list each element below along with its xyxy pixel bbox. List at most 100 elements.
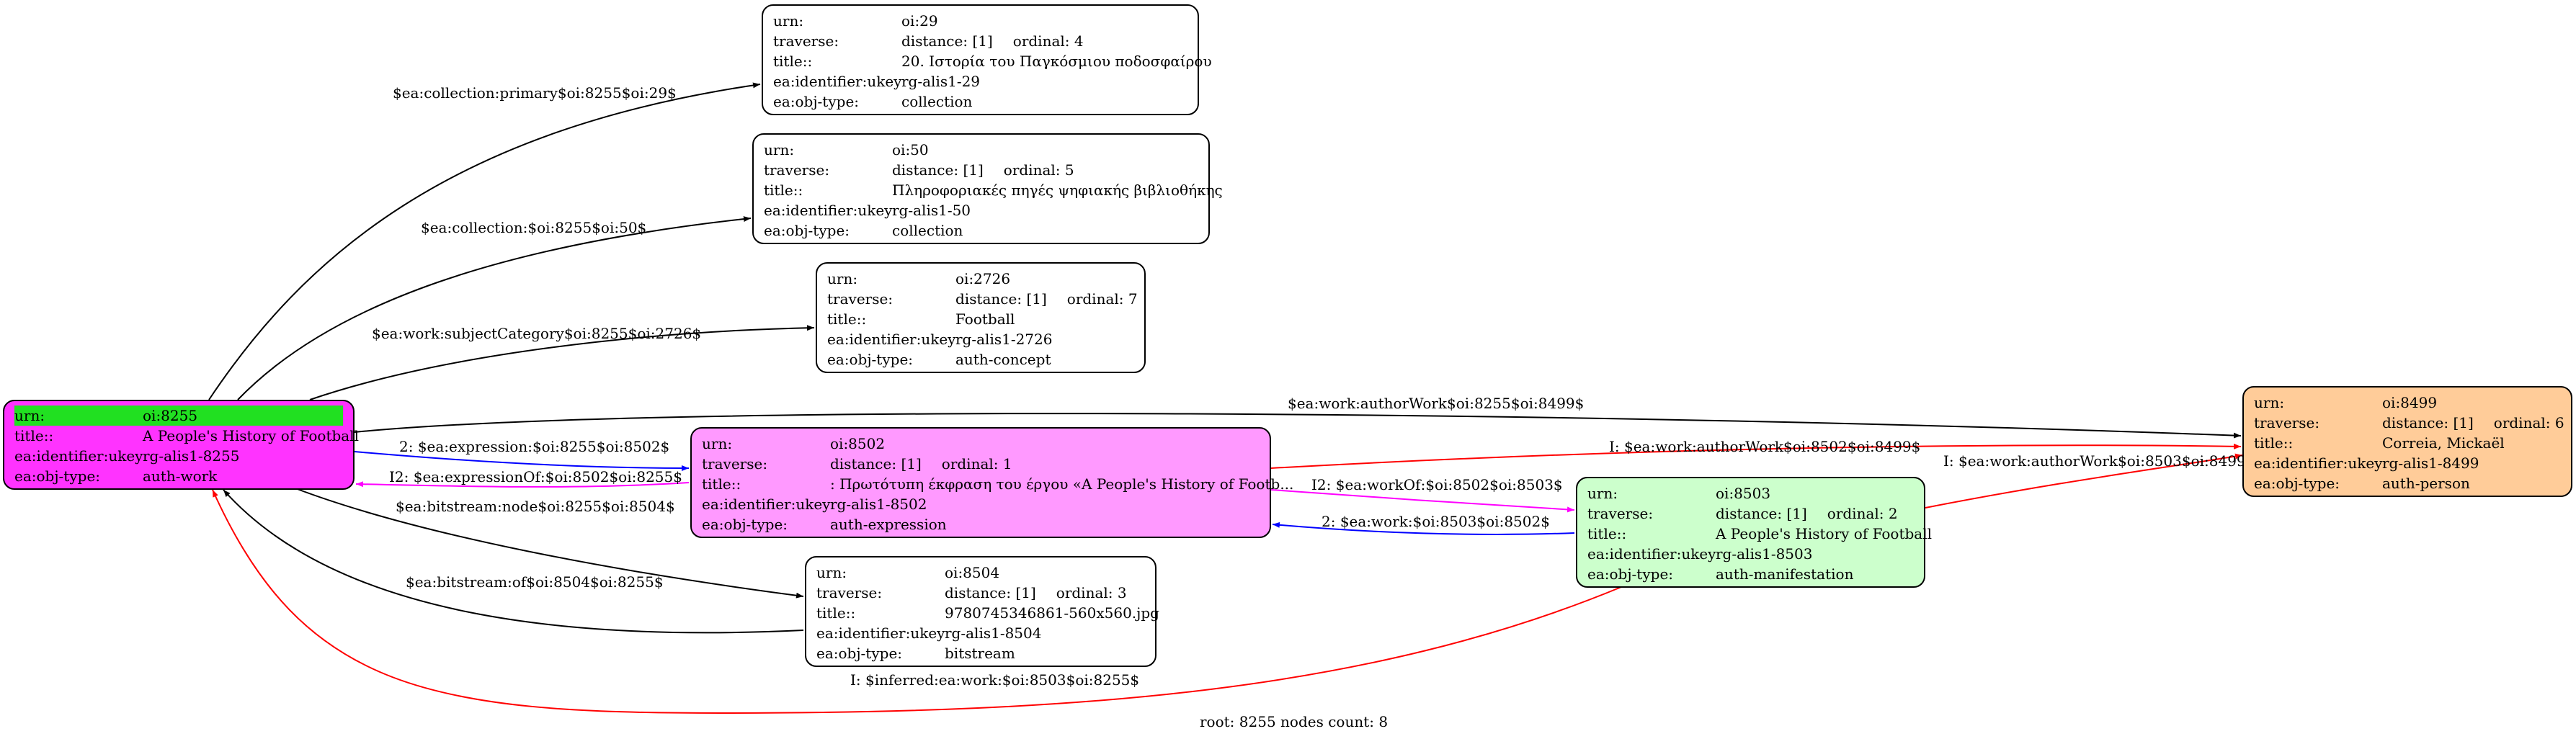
urn-value: oi:8499 <box>2382 394 2438 411</box>
type-label: ea:obj-type: <box>827 351 914 368</box>
type-label: ea:obj-type: <box>2254 475 2340 492</box>
type-value: auth-concept <box>955 351 1051 368</box>
edge-expression-of <box>355 481 690 488</box>
edge-inferred-work <box>212 489 1622 715</box>
urn-value: oi:8504 <box>945 564 1000 581</box>
edge-author-work-8503 <box>1925 453 2243 509</box>
traverse-label: traverse: <box>764 161 830 179</box>
ukey-value: rg-alis1-29 <box>901 73 981 90</box>
traverse-label: traverse: <box>827 290 893 308</box>
type-value: auth-work <box>143 467 218 485</box>
urn-value: oi:50 <box>892 141 929 158</box>
edge-label-work-of: I2: $ea:workOf:$oi:8502$oi:8503$ <box>1311 476 1563 493</box>
ordinal-value: ordinal: 1 <box>941 455 1012 472</box>
title-value: 20. Ιστορία του Παγκόσμιου ποδοσφαίρου <box>901 53 1212 70</box>
urn-label: urn: <box>773 12 804 30</box>
distance-value: distance: [1] <box>1716 505 1807 522</box>
ukey-label: ea:identifier:ukey <box>827 331 956 348</box>
urn-value: oi:29 <box>901 12 938 30</box>
ukey-value: rg-alis1-8255 <box>143 447 240 465</box>
title-label: title:: <box>14 427 54 444</box>
ukey-label: ea:identifier:ukey <box>2254 454 2383 472</box>
title-value: A People's History of Football <box>1716 525 1933 542</box>
edge-author-work <box>354 413 2242 439</box>
edge-label-author-work-8502: I: $ea:work:authorWork$oi:8502$oi:8499$ <box>1609 438 1921 455</box>
distance-value: distance: [1] <box>892 161 984 179</box>
node-8504[interactable]: urn:oi:8504 traverse:distance: [1]ordina… <box>805 556 1159 667</box>
title-label: title:: <box>816 604 856 622</box>
ukey-value: rg-alis1-2726 <box>955 331 1053 348</box>
traverse-label: traverse: <box>1587 505 1654 522</box>
ukey-label: ea:identifier:ukey <box>816 624 945 642</box>
edge-author-work-8502 <box>1270 443 2242 469</box>
urn-label: urn: <box>2254 394 2285 411</box>
urn-label: urn: <box>1587 485 1618 502</box>
urn-label: urn: <box>702 435 733 452</box>
urn-label: urn: <box>816 564 847 581</box>
ordinal-value: ordinal: 7 <box>1066 290 1138 308</box>
title-label: title:: <box>1587 525 1627 542</box>
ukey-label: ea:identifier:ukey <box>1587 545 1716 563</box>
node-8255[interactable]: urn: oi:8255 title::A People's History o… <box>3 400 359 490</box>
node-8499[interactable]: urn: oi:8499 traverse: distance: [1] ordina… <box>2242 386 2572 497</box>
title-label: title:: <box>827 310 867 328</box>
edge-work-8503 <box>1272 521 1575 535</box>
type-label: ea:obj-type: <box>702 516 788 533</box>
traverse-label: traverse: <box>773 32 839 50</box>
traverse-label: traverse: <box>816 584 883 601</box>
title-value: Correia, Mickaël <box>2382 434 2505 452</box>
type-value: collection <box>892 222 963 239</box>
node-8255-urn-row: urn: oi:8255 <box>14 406 343 426</box>
edge-label-expression-of: I2: $ea:expressionOf:$oi:8502$oi:8255$ <box>389 468 682 485</box>
type-label: ea:obj-type: <box>14 467 101 485</box>
ordinal-value: ordinal: 6 <box>2493 414 2564 431</box>
edge-subject-category <box>309 325 815 400</box>
node-50[interactable]: urn: oi:50 traverse: distance: [1] ordinal:… <box>752 133 1223 244</box>
ukey-value: rg-alis1-8499 <box>2382 454 2479 472</box>
node-2726[interactable]: urn:oi:2726 traverse:distance: [1]ordina… <box>816 262 1146 373</box>
node-8503[interactable]: urn:oi:8503 traverse:distance: [1]ordina… <box>1576 477 1932 588</box>
ukey-value: rg-alis1-8503 <box>1716 545 1813 563</box>
edge-label-expression: 2: $ea:expression:$oi:8255$oi:8502$ <box>399 438 670 455</box>
edge-collection <box>237 216 752 400</box>
urn-value: oi:2726 <box>955 270 1011 287</box>
edge-label-inferred-work: I: $inferred:ea:work:$oi:8503$oi:8255$ <box>850 671 1140 689</box>
edge-work-of <box>1270 489 1575 513</box>
title-value: : Πρωτότυπη έκφραση του έργου «A People'… <box>830 475 1294 493</box>
urn-value: oi:8503 <box>1716 485 1771 502</box>
urn-label: urn: <box>764 141 795 158</box>
node-29[interactable]: urn:oi:29 traverse:distance: [1]ordinal:… <box>762 4 1212 115</box>
edge-label-collection-primary: $ea:collection:primary$oi:8255$oi:29$ <box>393 84 677 102</box>
distance-value: distance: [1] <box>955 290 1047 308</box>
type-value: auth-expression <box>830 516 947 533</box>
ukey-label: ea:identifier:ukey <box>702 496 831 513</box>
type-label: ea:obj-type: <box>816 645 903 662</box>
title-label: title:: <box>2254 434 2294 452</box>
edge-label-author-work-8503: I: $ea:work:authorWork$oi:8503$oi:8499$ <box>1943 452 2255 470</box>
urn-label: urn: <box>14 407 45 424</box>
type-value: auth-manifestation <box>1716 565 1854 583</box>
urn-value: oi:8255 <box>143 407 198 424</box>
traverse-label: traverse: <box>702 455 768 472</box>
edge-label-work-8503: 2: $ea:work:$oi:8503$oi:8502$ <box>1322 513 1550 530</box>
ukey-label: ea:identifier:ukey <box>14 447 143 465</box>
distance-value: distance: [1] <box>2382 414 2474 431</box>
edge-label-author-work: $ea:work:authorWork$oi:8255$oi:8499$ <box>1288 395 1585 412</box>
graph-footer: root: 8255 nodes count: 8 <box>1200 713 1389 730</box>
traverse-label: traverse: <box>2254 414 2320 431</box>
edge-label-collection: $ea:collection:$oi:8255$oi:50$ <box>421 219 647 236</box>
title-label: title:: <box>773 53 813 70</box>
ordinal-value: ordinal: 4 <box>1012 32 1084 50</box>
urn-value: oi:8502 <box>830 435 886 452</box>
edge-expression <box>354 451 690 471</box>
title-value: A People's History of Football <box>143 427 360 444</box>
node-8502[interactable]: urn: oi:8502 traverse: distance: [1] ordina… <box>690 427 1293 538</box>
ukey-value: rg-alis1-8504 <box>945 624 1042 642</box>
distance-value: distance: [1] <box>830 455 922 472</box>
edge-label-subject-category: $ea:work:subjectCategory$oi:8255$oi:2726… <box>372 325 702 342</box>
title-label: title:: <box>702 475 741 493</box>
type-label: ea:obj-type: <box>764 222 850 239</box>
edge-label-bitstream-node: $ea:bitstream:node$oi:8255$oi:8504$ <box>396 498 675 515</box>
ordinal-value: ordinal: 5 <box>1003 161 1074 179</box>
ukey-value: rg-alis1-50 <box>892 202 971 219</box>
